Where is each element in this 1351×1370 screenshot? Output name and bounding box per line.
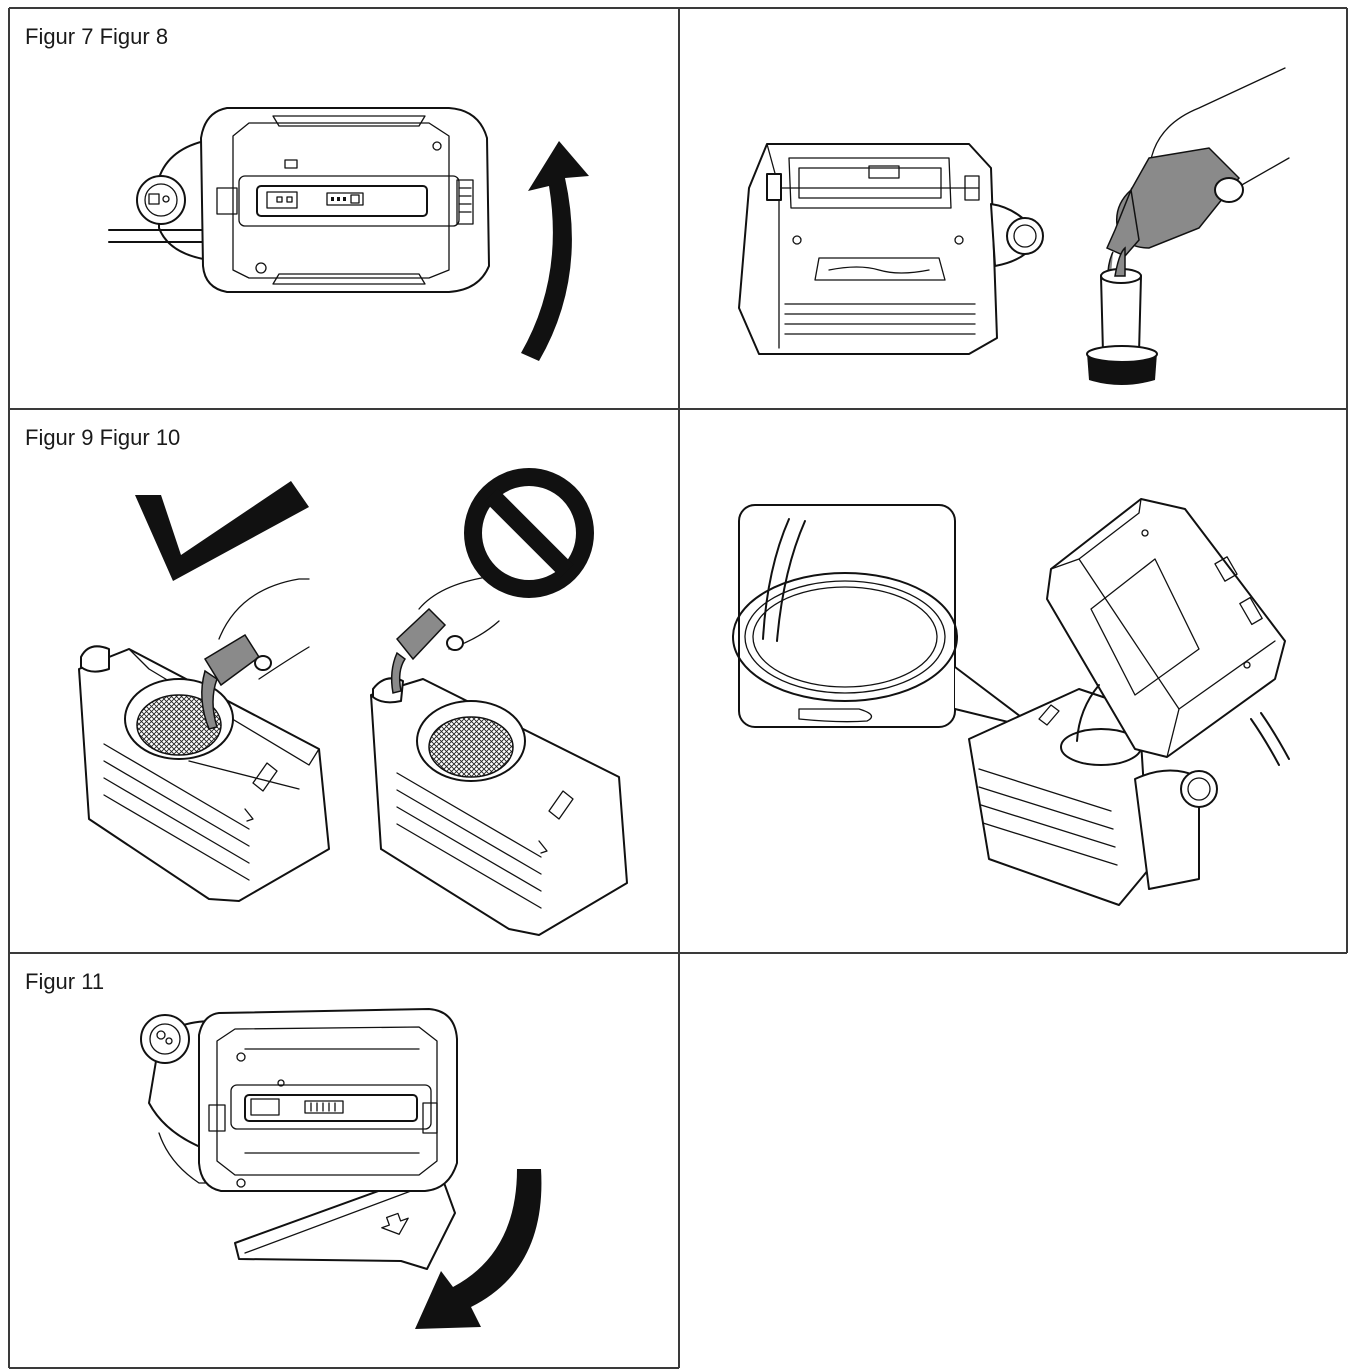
cell-figur-10 <box>679 409 1347 953</box>
cell-figur-11: Figur 11 <box>9 953 679 1368</box>
pouring-hand-correct <box>201 578 310 730</box>
sprayer-side-view <box>738 143 1044 355</box>
pouring-hand-bottle <box>1106 67 1290 299</box>
figur-10-drawing <box>732 498 1290 906</box>
figur-8-drawing <box>738 67 1290 385</box>
prohibited-icon <box>464 468 594 598</box>
cell-figur-8 <box>679 8 1347 409</box>
oil-filler-cup <box>1086 246 1158 385</box>
rotate-clockwise-arrow-icon <box>521 141 589 361</box>
sprayer-top-view <box>108 107 490 293</box>
figur-11-drawing <box>140 1008 542 1329</box>
figur-7-drawing <box>108 107 589 361</box>
tilted-motor-head <box>1046 498 1290 766</box>
caption-figur-11: Figur 11 <box>25 969 105 994</box>
filler-ring-detail-callout <box>732 504 1038 730</box>
pouring-hand-wrong <box>390 576 500 694</box>
cell-figur-9: Figur 9 Figur 10 <box>9 409 679 953</box>
cell-figur-7: Figur 7 Figur 8 <box>9 8 679 409</box>
check-mark-icon <box>135 481 309 581</box>
sprayer-rotated-view <box>140 1008 458 1270</box>
rotate-counterclockwise-arrow-icon <box>415 1169 542 1329</box>
caption-figur-7-8: Figur 7 Figur 8 <box>25 24 169 49</box>
caption-figur-9-10: Figur 9 Figur 10 <box>25 425 181 450</box>
figur-9-drawing <box>78 468 628 936</box>
sprayer-filling-wrong <box>370 677 628 936</box>
sprayer-tilted-body <box>968 688 1218 906</box>
